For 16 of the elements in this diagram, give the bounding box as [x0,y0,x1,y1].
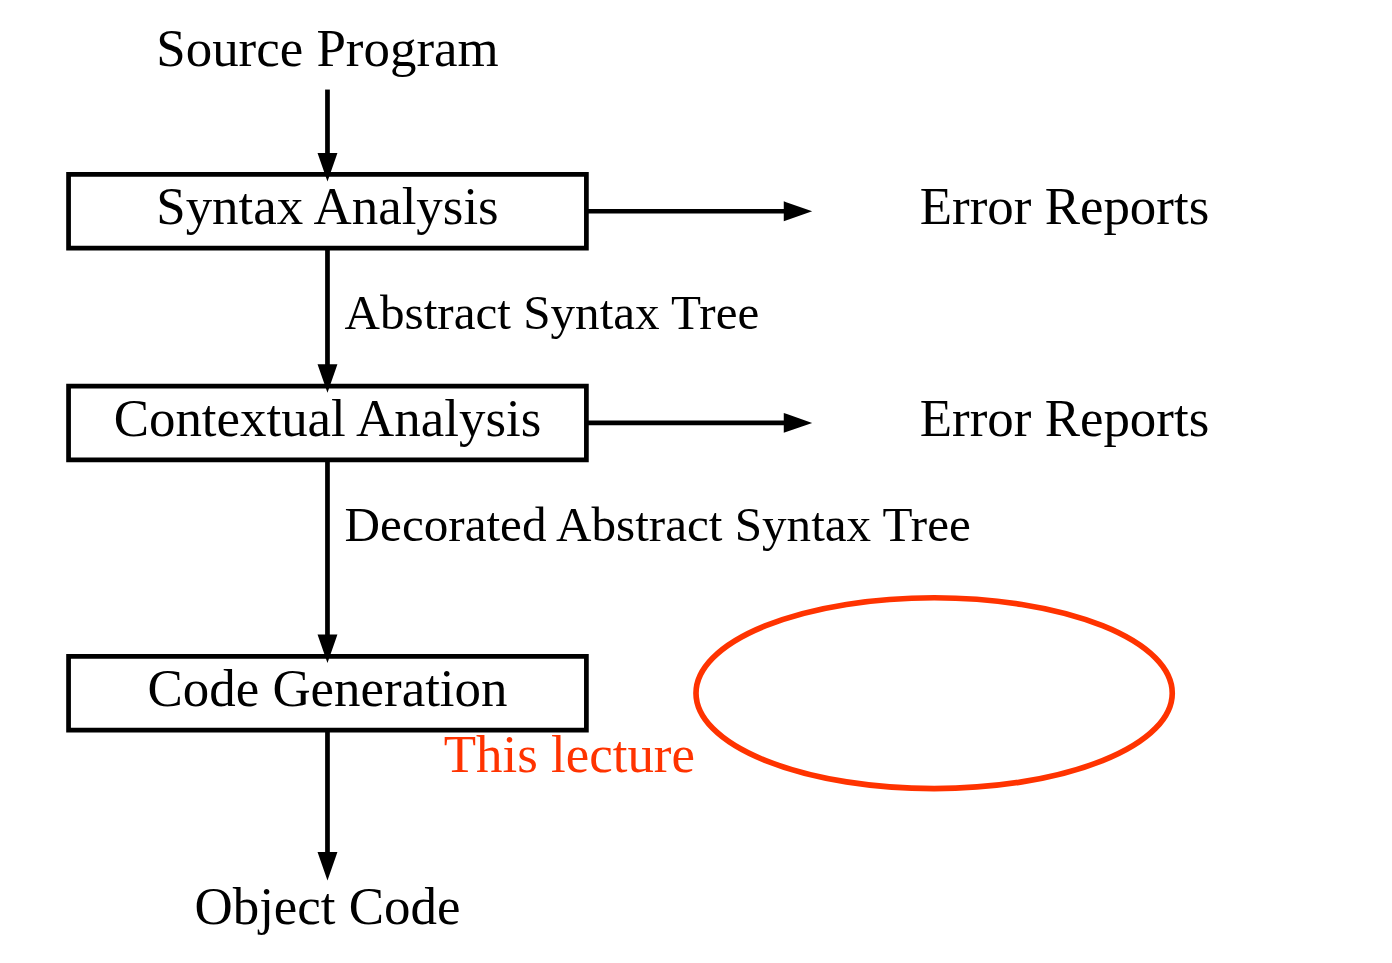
node-box: Syntax Analysis [66,172,589,251]
node-text: Error Reports [919,388,1210,447]
arrow [317,248,338,393]
arrow [586,201,813,222]
arrow [586,412,813,433]
arrow [317,89,338,182]
edge-label: Decorated Abstract Syntax Tree [344,496,971,552]
node-ellipse [693,594,1176,792]
node-text: Error Reports [919,177,1210,236]
edge-label: Abstract Syntax Tree [344,284,760,340]
node-box: Code Generation [66,653,589,733]
node-box: Contextual Analysis [66,383,589,463]
arrow [317,460,338,663]
arrow [317,730,338,881]
node-text: Source Program [156,18,499,77]
node-text: Object Code [194,876,461,935]
